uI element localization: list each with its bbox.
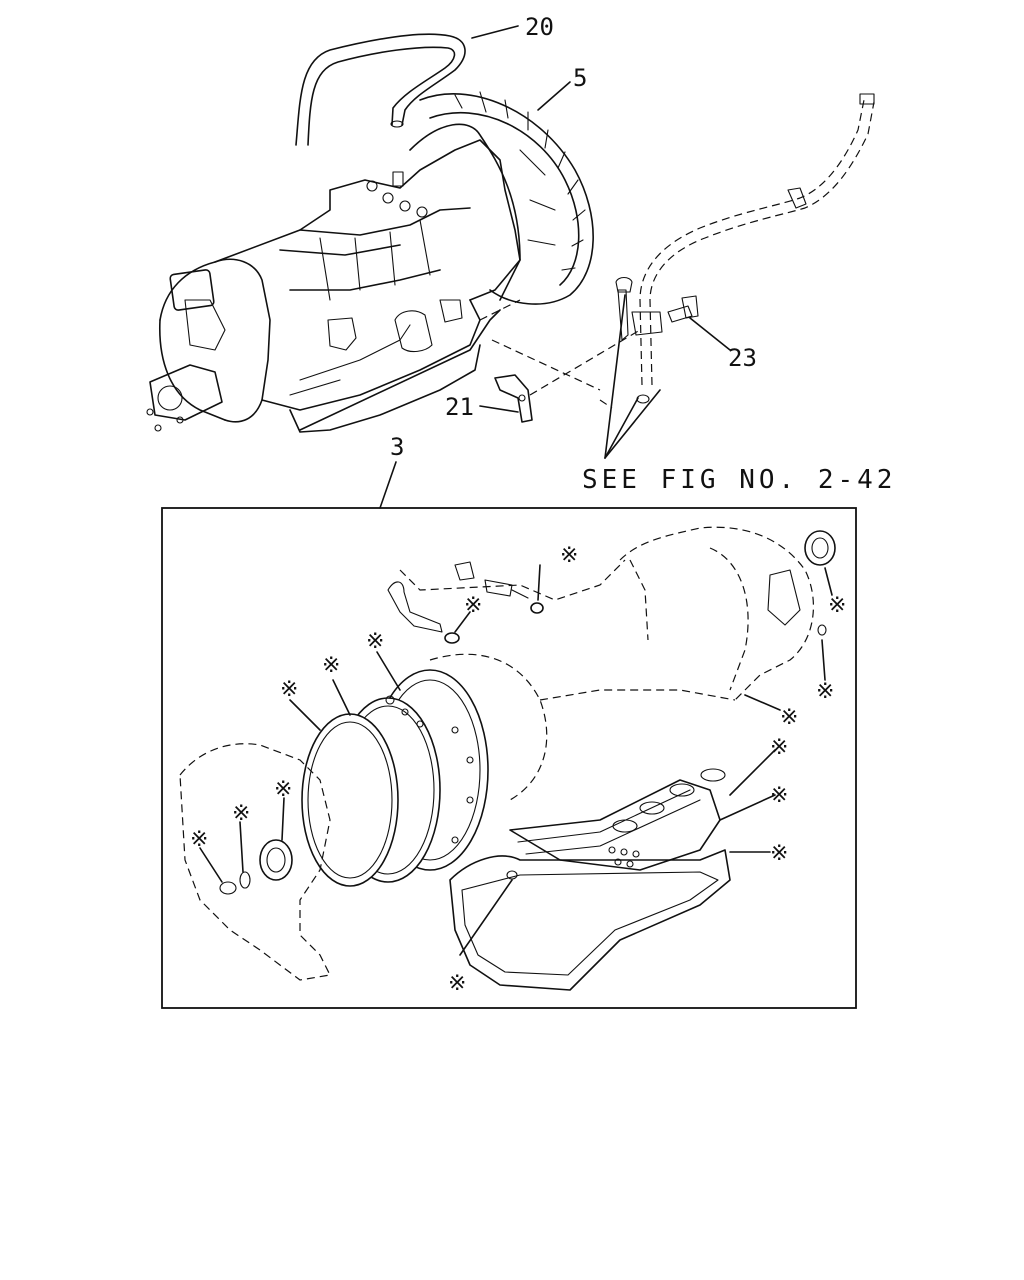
breather-hose-drawing — [295, 33, 466, 146]
label-converter-housing-5: 5 — [573, 64, 587, 92]
label-bracket-21: 21 — [445, 393, 474, 421]
overhaul-kit-frame — [161, 507, 857, 1009]
kit-marker: ※ — [770, 841, 788, 866]
kit-marker: ※ — [280, 677, 298, 702]
kit-marker: ※ — [780, 705, 798, 730]
kit-marker: ※ — [770, 735, 788, 760]
transmission-assembly — [146, 33, 875, 433]
kit-marker: ※ — [464, 593, 482, 618]
leader-lines-lower — [199, 564, 833, 956]
label-kit-3: 3 — [390, 433, 404, 461]
reference-note: SEE FIG NO. 2-42 — [582, 465, 896, 495]
kit-marker: ※ — [816, 679, 834, 704]
transmission-case-drawing — [146, 139, 521, 433]
label-hose-20: 20 — [525, 13, 554, 41]
converter-housing-drawing — [409, 91, 594, 305]
kit-marker: ※ — [560, 543, 578, 568]
kit-markers: ※ ※ ※ ※ ※ ※ ※ ※ ※ ※ ※ ※ ※ ※ ※ — [190, 543, 846, 996]
kit-transmission-drawing — [179, 526, 836, 991]
dipstick-tube-drawing — [615, 93, 875, 404]
kit-marker: ※ — [448, 971, 466, 996]
label-bolt-23: 23 — [728, 344, 757, 372]
kit-marker: ※ — [232, 801, 250, 826]
leader-lines-upper — [379, 25, 731, 509]
kit-marker: ※ — [190, 827, 208, 852]
bracket-drawing — [494, 374, 533, 423]
bolt-drawing — [667, 295, 699, 323]
kit-marker: ※ — [274, 777, 292, 802]
kit-marker: ※ — [366, 629, 384, 654]
kit-marker: ※ — [322, 653, 340, 678]
upper-oil-pan-drawing — [299, 309, 501, 431]
kit-marker: ※ — [770, 783, 788, 808]
kit-marker: ※ — [828, 593, 846, 618]
